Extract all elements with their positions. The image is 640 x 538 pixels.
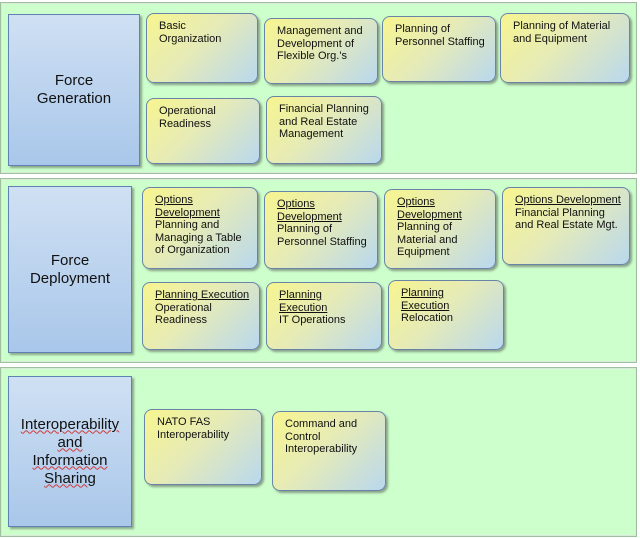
card-text: Command and Control Interoperability	[285, 418, 358, 455]
card-options-material-equipment: Options Development Planning of Material…	[384, 189, 496, 269]
card-header: Options Development	[515, 194, 621, 206]
card-text: NATO FAS Interoperability	[157, 416, 230, 441]
card-text: Basic Organization	[159, 20, 222, 45]
card-operational-readiness: Operational Readiness	[146, 98, 260, 164]
card-text: Planning of Material and Equipment	[513, 20, 611, 45]
card-personnel-staffing: Planning of Personnel Staffing	[382, 16, 496, 82]
section-title-force-deployment: Force Deployment	[8, 186, 132, 353]
card-options-financial-planning: Options Development Financial Planning a…	[502, 187, 630, 265]
card-header: Planning Execution	[279, 289, 328, 314]
card-execution-relocation: Planning Execution Relocation	[388, 280, 504, 350]
section-title-text: Force Deployment	[29, 251, 111, 287]
card-text: Management and Development of Flexible O…	[277, 25, 363, 62]
card-nato-fas: NATO FAS Interoperability	[144, 409, 262, 485]
section-title-interoperability: Interoperability and Information Sharing	[8, 376, 132, 527]
card-text: Planning of Personnel Staffing	[277, 223, 367, 248]
section-title-word-1: Interoperability and Information Sharing	[20, 415, 120, 487]
card-header: Options Development	[397, 196, 462, 221]
card-text: Operational Readiness	[159, 105, 216, 130]
card-options-personnel-staffing: Options Development Planning of Personne…	[264, 191, 378, 269]
card-header: Options Development	[155, 194, 220, 219]
card-text: Operational Readiness	[155, 301, 212, 327]
card-text: IT Operations	[279, 314, 346, 326]
card-text: Relocation	[401, 312, 453, 324]
card-basic-organization: Basic Organization	[146, 13, 258, 83]
card-text: Planning and Managing a Table of Organiz…	[155, 219, 242, 256]
card-header: Options Development	[277, 198, 342, 223]
card-text: Financial Planning and Real Estate Mgt.	[515, 206, 618, 232]
card-execution-it-operations: Planning Execution IT Operations	[266, 282, 382, 350]
card-text: Planning of Material and Equipment	[397, 221, 458, 258]
card-financial-planning: Financial Planning and Real Estate Manag…	[266, 96, 382, 164]
section-title-text: Interoperability and Information Sharing	[21, 416, 119, 488]
section-title-force-generation: Force Generation	[8, 14, 140, 166]
card-header: Planning Execution	[155, 289, 250, 301]
card-text: Planning of Personnel Staffing	[395, 23, 485, 48]
card-text: Financial Planning and Real Estate Manag…	[279, 103, 369, 140]
card-header: Planning Execution	[401, 287, 450, 312]
card-material-equipment: Planning of Material and Equipment	[500, 13, 630, 83]
card-execution-operational-readiness: Planning Execution Operational Readiness	[142, 282, 260, 350]
card-options-table-of-organization: Options Development Planning and Managin…	[142, 187, 258, 269]
section-title-text: Force Generation	[36, 72, 112, 107]
card-flexible-orgs: Management and Development of Flexible O…	[264, 18, 378, 84]
card-command-control: Command and Control Interoperability	[272, 411, 386, 491]
